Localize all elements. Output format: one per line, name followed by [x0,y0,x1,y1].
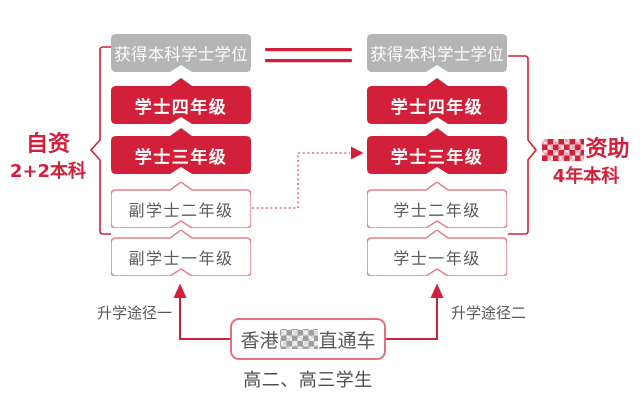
self-funded-label: 自资 [25,132,70,157]
through-train-prefix: 香港 [240,329,279,352]
dotted-transfer-arrowhead-icon [351,146,364,160]
equals-line-bottom [265,59,352,63]
box-label: 学士三年级 [134,147,228,168]
right-up-line [386,298,438,340]
box-label: 副学士二年级 [128,201,234,220]
pathway-two-label: 升学途径二 [451,304,527,322]
four-year-label: 4年本科 [552,165,620,187]
left-up-line [179,298,230,340]
box-right-bachelor-year3: 学士三年级 [367,128,507,174]
box-left-bachelor-year3: 学士三年级 [111,128,251,174]
box-label: 获得本科学士学位 [370,45,504,64]
subsidized-label: 资助 [585,137,630,162]
box-left-associate-year2: 副学士二年级 [111,182,251,228]
pixelated-censor-block [542,138,585,161]
pixelated-censor-block [279,329,318,349]
box-left-degree: 获得本科学士学位 [111,34,251,72]
box-label: 获得本科学士学位 [114,45,248,64]
box-label: 学士二年级 [393,201,481,220]
box-left-bachelor-year4: 学士四年级 [111,78,251,124]
through-train-box: 香港 直通车 [230,318,386,360]
box-left-associate-year1: 副学士一年级 [111,230,251,276]
box-right-degree: 获得本科学士学位 [367,34,507,72]
left-bracket-label: 自资 2+2本科 [2,131,94,183]
left-brace [89,46,111,235]
right-up-arrowhead-icon [430,283,444,298]
right-brace [508,55,538,235]
dotted-transfer-line [252,152,350,209]
box-right-bachelor-year4: 学士四年级 [367,78,507,124]
box-label: 副学士一年级 [128,249,234,268]
left-up-arrowhead-icon [173,283,187,298]
two-plus-two-label: 2+2本科 [9,160,87,182]
box-right-bachelor-year1: 学士一年级 [367,230,507,276]
pathway-one-label: 升学途径一 [97,304,173,322]
box-label: 学士四年级 [134,97,228,118]
box-label: 学士四年级 [390,97,484,118]
student-caption: 高二、高三学生 [243,370,373,391]
equals-line-top [265,48,352,52]
right-bracket-label: 资助 4年本科 [536,136,636,188]
box-label: 学士一年级 [393,249,481,268]
through-train-suffix: 直通车 [318,329,376,352]
box-label: 学士三年级 [390,147,484,168]
box-right-bachelor-year2: 学士二年级 [367,182,507,228]
